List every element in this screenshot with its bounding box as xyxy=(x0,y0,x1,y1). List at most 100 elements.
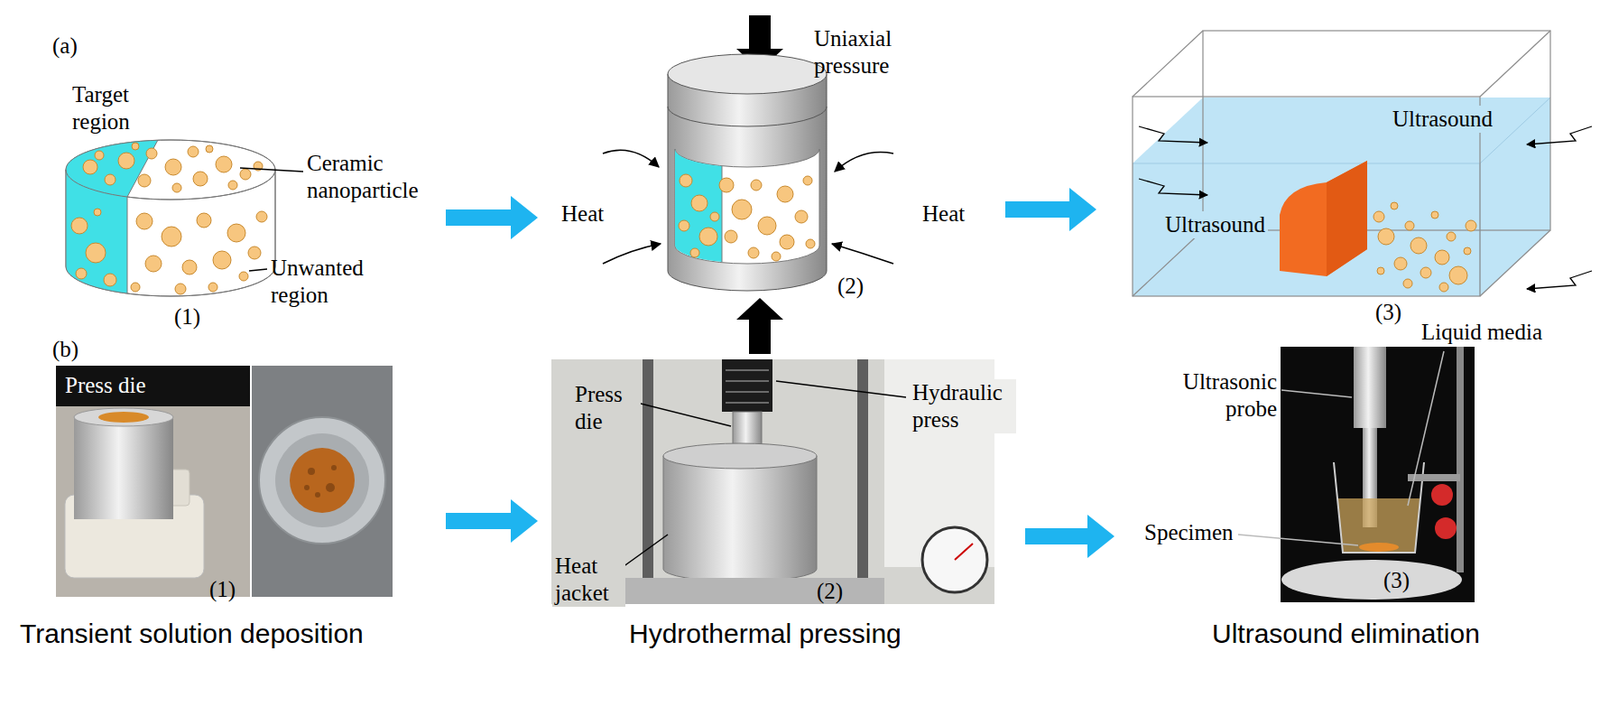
photo-die xyxy=(251,365,393,597)
stage-caption: Hydrothermal pressing xyxy=(628,617,902,650)
part-label: Liquid media xyxy=(1421,318,1543,346)
ceramic-particles xyxy=(212,250,232,269)
ultrasound-bath xyxy=(1202,30,1551,231)
photo-press xyxy=(954,543,973,560)
panel-number: (1) xyxy=(209,575,236,603)
photo-die xyxy=(304,484,310,491)
leader-line xyxy=(776,380,907,398)
leader-line xyxy=(249,268,268,271)
ceramic-particles xyxy=(771,251,781,261)
force-label: Uniaxial pressure xyxy=(813,25,918,80)
part-label: Press die xyxy=(64,371,147,399)
leader-line xyxy=(622,534,668,567)
ceramic-particles xyxy=(175,283,186,295)
ceramic-particles xyxy=(1405,221,1415,231)
pressure-arrow xyxy=(736,297,784,354)
ceramic-particles xyxy=(182,259,197,275)
ceramic-particles xyxy=(1403,278,1413,288)
ceramic-particles xyxy=(248,246,261,259)
photo-die xyxy=(258,416,386,544)
photo-press xyxy=(725,369,769,403)
panel-number: (3) xyxy=(1383,566,1410,594)
heat-arrow xyxy=(832,243,894,264)
ultrasound-bath xyxy=(1132,30,1203,97)
ultrasound-bath xyxy=(1132,97,1551,296)
stage-caption: Transient solution deposition xyxy=(19,617,364,650)
heat-label: Heat xyxy=(922,200,965,228)
heat-arrow xyxy=(602,149,659,167)
ceramic-particles xyxy=(146,147,158,159)
ceramic-particles xyxy=(196,212,212,228)
photo-press xyxy=(642,359,654,578)
sample-disk xyxy=(65,169,128,294)
ceramic-particles xyxy=(71,142,268,295)
ceramic-particles xyxy=(172,183,182,193)
leader-line xyxy=(240,167,304,172)
ultrasound-wave xyxy=(1526,126,1592,145)
ceramic-particles xyxy=(187,146,199,158)
photo-die xyxy=(314,491,321,498)
ceramic-particles xyxy=(750,179,762,191)
ceramic-particles xyxy=(678,220,690,232)
photo-die xyxy=(55,365,250,597)
ceramic-particles xyxy=(240,168,251,180)
part-label: Specimen xyxy=(1144,518,1234,546)
press-die-schematic xyxy=(675,148,820,264)
specimen-shape xyxy=(1326,160,1368,277)
ceramic-particles xyxy=(1449,266,1468,285)
ceramic-particles xyxy=(795,210,808,223)
ceramic-particles xyxy=(1390,202,1398,210)
ceramic-particles xyxy=(85,242,106,263)
ceramic-particles xyxy=(1373,202,1477,292)
photo-die xyxy=(98,411,149,423)
sample-disk xyxy=(127,139,158,197)
ceramic-particles xyxy=(215,156,232,173)
ceramic-particles xyxy=(678,174,815,261)
photo-die xyxy=(73,407,174,426)
ceramic-particles xyxy=(779,234,795,250)
ceramic-particles xyxy=(724,230,738,243)
ceramic-particles xyxy=(138,174,151,187)
photo-die xyxy=(307,467,315,475)
photo-probe xyxy=(1359,542,1399,552)
photo-press xyxy=(725,401,769,404)
sample-disk xyxy=(65,169,276,296)
sample-disk xyxy=(65,139,304,296)
heat-arrow xyxy=(602,149,894,264)
press-die-schematic xyxy=(667,54,827,94)
leader-line xyxy=(1407,351,1444,506)
ultrasound-bath xyxy=(1132,230,1203,296)
ceramic-particles xyxy=(1377,267,1385,275)
ceramic-particles xyxy=(103,273,117,287)
ceramic-particles xyxy=(1373,211,1385,222)
photo-probe xyxy=(1353,346,1387,428)
ceramic-particles xyxy=(193,171,208,186)
photo-probe xyxy=(1281,559,1462,600)
heat-arrow xyxy=(834,152,894,172)
photo-press xyxy=(721,359,773,412)
ceramic-particles xyxy=(104,174,116,185)
panel-number: (3) xyxy=(1375,298,1402,326)
ceramic-particles xyxy=(803,175,813,185)
process-arrow xyxy=(445,195,538,240)
panel-letter: (a) xyxy=(52,32,78,60)
ceramic-particles xyxy=(1434,249,1450,265)
ceramic-particles xyxy=(691,194,708,212)
ceramic-particles xyxy=(227,223,246,242)
ultrasound-wave xyxy=(1138,178,1208,195)
photo-die xyxy=(55,365,250,407)
ceramic-particles xyxy=(75,268,87,279)
photo-press xyxy=(725,390,769,393)
ceramic-particles xyxy=(94,150,104,160)
ceramic-particles xyxy=(699,227,718,246)
ultrasound-wave xyxy=(1138,126,1592,289)
sample-disk xyxy=(65,139,276,200)
ceramic-particles xyxy=(118,152,135,169)
ceramic-particles xyxy=(776,185,794,203)
ceramic-particles xyxy=(1420,267,1432,278)
photo-probe xyxy=(1280,346,1475,602)
